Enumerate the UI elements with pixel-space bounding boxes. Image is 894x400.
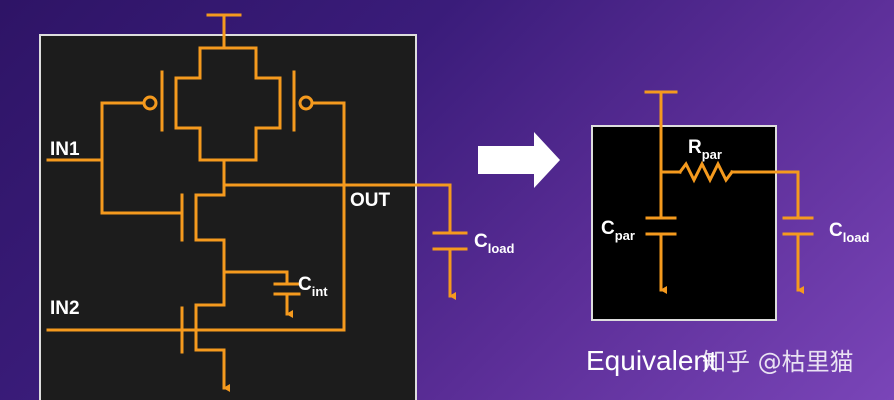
- c-load-label-right: Cload: [829, 220, 870, 245]
- internal-node: [222, 270, 301, 318]
- left-panel: [39, 34, 417, 400]
- in2-label: IN2: [50, 298, 80, 319]
- in1-net: [46, 101, 184, 215]
- equivalent-circuit: Rpar Cpar Cload: [591, 90, 870, 321]
- nmos-transistor-1: [180, 183, 226, 274]
- output-net: [222, 183, 468, 300]
- out-label: OUT: [350, 190, 391, 211]
- equivalence-arrow: [478, 132, 560, 188]
- c-load-label-left: Cload: [474, 231, 515, 256]
- right-panel: [591, 125, 777, 321]
- equivalent-caption: Equivalent: [586, 345, 717, 376]
- resistor-symbol: [677, 160, 735, 184]
- pmos-transistors: [100, 46, 346, 187]
- c-par-label: Cpar: [601, 218, 635, 243]
- in1-label: IN1: [50, 139, 80, 160]
- nmos-transistor-2: [180, 270, 230, 392]
- nand-gate-schematic: IN1 IN2 OUT Cint Cload: [39, 13, 515, 400]
- r-par-label: Rpar: [688, 137, 722, 162]
- watermark: 知乎 @枯里猫: [702, 348, 854, 376]
- c-int-label: Cint: [298, 274, 328, 299]
- vdd-supply-symbol: [198, 13, 258, 50]
